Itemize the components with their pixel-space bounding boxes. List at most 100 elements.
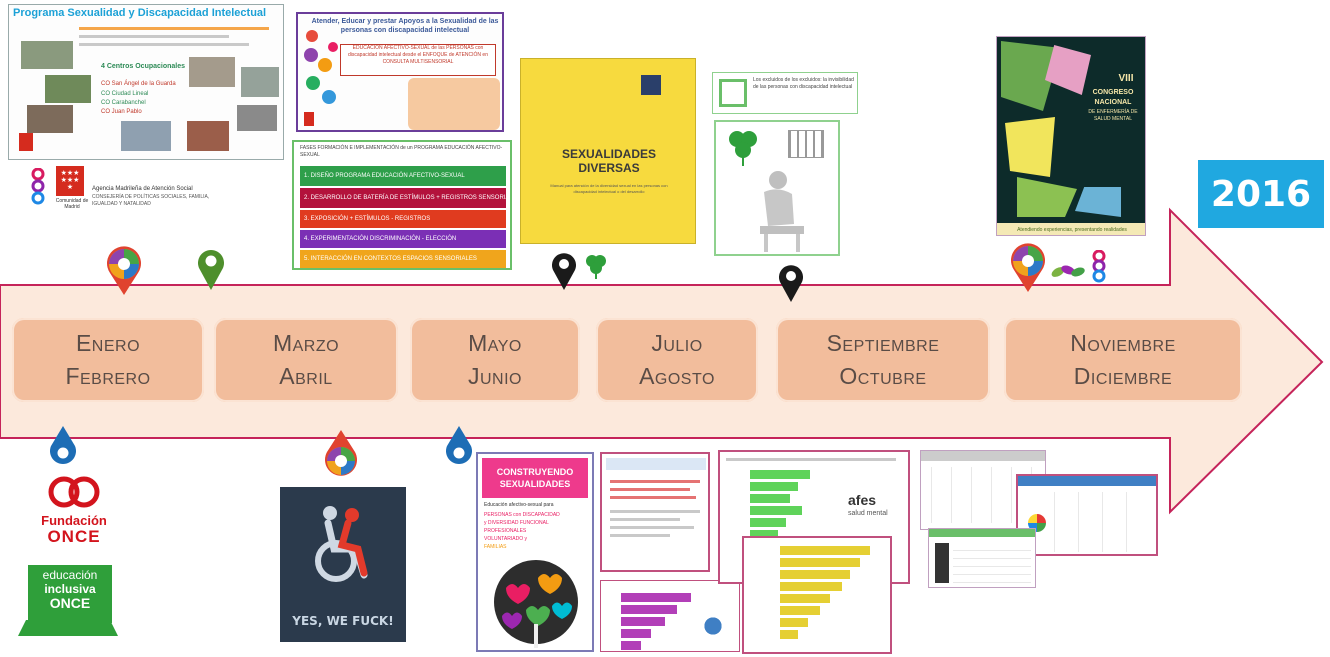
period-line-1: Enero xyxy=(75,330,141,356)
fases-thumbnail: FASES FORMACIÓN E IMPLEMENTACIÓN de un P… xyxy=(292,140,512,270)
sexualidades-subtitle: Manual para atención de la diversidad se… xyxy=(550,183,668,194)
centro-label: CO San Ángel de la Guarda xyxy=(101,81,176,87)
edu-label: inclusiva xyxy=(44,582,96,596)
excluidos-thumbnail xyxy=(714,120,840,256)
period-julio-agosto: Julio Agosto xyxy=(596,318,758,402)
publisher-logo-icon xyxy=(641,75,661,95)
congreso-line: DE ENFERMERÍA DE SALUD MENTAL xyxy=(1088,109,1138,122)
madrid-stars: ★★★★★★★ xyxy=(60,170,80,191)
excluidos-title: Los excluidos de los excluidos: la invis… xyxy=(753,77,854,90)
atender-title: Atender, Educar y prestar Apoyos a la Se… xyxy=(311,18,499,34)
programa-thumbnail: Programa Sexualidad y Discapacidad Intel… xyxy=(8,4,284,160)
construyendo-line: PROFESIONALES xyxy=(484,528,527,534)
construyendo-line: PERSONAS con DISCAPACIDAD xyxy=(484,512,560,518)
body-map-thumbnail xyxy=(928,528,1036,588)
period-line-1: Julio xyxy=(651,330,703,356)
construyendo-thumbnail: CONSTRUYENDO SEXUALIDADES Educación afec… xyxy=(476,452,594,652)
congreso-thumbnail: VIII CONGRESO NACIONAL DE ENFERMERÍA DE … xyxy=(996,36,1146,236)
fase-step: 1. DISEÑO PROGRAMA EDUCACIÓN AFECTIVO-SE… xyxy=(300,166,506,186)
stained-glass xyxy=(1005,117,1055,177)
centros-label: 4 Centros Ocupacionales xyxy=(101,63,186,70)
period-mayo-junio: Mayo Junio xyxy=(410,318,580,402)
period-line-2: Febrero xyxy=(65,363,151,389)
fundacion-once-logo: Fundación ONCE xyxy=(24,475,124,546)
once-label: ONCE xyxy=(47,527,101,546)
period-line-1: Marzo xyxy=(272,330,340,356)
blue-pin-icon xyxy=(49,426,76,464)
stained-glass xyxy=(1017,177,1077,217)
congreso-footer: Atendiendo experiencias, presentando rea… xyxy=(997,223,1145,235)
blue-pin-icon xyxy=(446,426,472,464)
color-dot xyxy=(318,58,332,72)
period-noviembre-diciembre: Noviembre Diciembre xyxy=(1004,318,1242,402)
s-logo-icon xyxy=(1092,250,1106,283)
s-logo-icon xyxy=(31,168,45,205)
period-line-2: Abril xyxy=(279,363,333,389)
centro-label: CO Carabanchel xyxy=(101,100,146,106)
color-dot xyxy=(328,42,338,52)
period-line-2: Junio xyxy=(468,363,522,389)
congreso-line: NACIONAL xyxy=(1094,99,1132,106)
yes-we-poster: YES, WE FUCK! xyxy=(280,487,406,642)
rainbow-pin-icon xyxy=(107,246,141,295)
madrid-flag-icon xyxy=(304,112,314,126)
programa-title: Programa Sexualidad y Discapacidad Intel… xyxy=(13,7,267,19)
educacion-inclusiva-logo: educación inclusiva ONCE xyxy=(28,565,112,623)
color-dot xyxy=(306,30,318,42)
period-marzo-abril: Marzo Abril xyxy=(214,318,398,402)
color-dot xyxy=(322,90,336,104)
hashtag-logo-icon xyxy=(719,79,747,107)
fase-step: 4. EXPERIMENTACIÓN DISCRIMINACIÓN - ELEC… xyxy=(300,230,506,248)
period-line-2: Agosto xyxy=(639,363,715,389)
rainbow-pin-icon xyxy=(1011,243,1045,292)
centro-label: CO Ciudad Lineal xyxy=(101,91,149,97)
photo xyxy=(27,105,73,133)
black-pin-icon xyxy=(552,253,576,290)
congreso-line: CONGRESO xyxy=(1092,89,1134,96)
atender-box: EDUCACIÓN AFECTIVO-SEXUAL de las PERSONA… xyxy=(340,44,496,76)
period-line-1: Noviembre xyxy=(1070,330,1176,356)
construyendo-line: FAMILIAS xyxy=(484,544,507,550)
rainbow-pin-icon xyxy=(325,430,357,476)
period-line-1: Septiembre xyxy=(826,330,940,356)
madrid-logo xyxy=(56,166,84,196)
window-bars xyxy=(788,130,824,158)
fases-header: FASES FORMACIÓN E IMPLEMENTACIÓN de un P… xyxy=(300,145,503,158)
construyendo-line: VOLUNTARIADO y xyxy=(484,536,527,542)
sitting-person-icon xyxy=(760,171,804,252)
wheelchair-icon xyxy=(315,506,368,582)
afes-logo: afes xyxy=(848,492,877,508)
excluidos-header: Los excluidos de los excluidos: la invis… xyxy=(712,72,858,114)
edu-base xyxy=(18,620,118,636)
purple-bar-chart-thumbnail xyxy=(600,580,740,652)
edu-label: ONCE xyxy=(49,595,91,611)
sexualidades-title: SEXUALIDADES DIVERSAS xyxy=(561,147,656,175)
black-pin-icon xyxy=(779,265,803,302)
period-septiembre-octubre: Septiembre Octubre xyxy=(776,318,990,402)
period-line-2: Octubre xyxy=(839,363,927,389)
photo xyxy=(21,41,73,69)
period-line-1: Mayo xyxy=(468,330,522,356)
period-enero-febrero: Enero Febrero xyxy=(12,318,204,402)
color-dot xyxy=(304,48,318,62)
color-dot xyxy=(306,76,320,90)
stained-glass xyxy=(1075,187,1121,217)
photo xyxy=(189,57,235,87)
photo xyxy=(241,67,279,97)
agency-label: Agencia Madrileña de Atención Social xyxy=(92,186,193,192)
fundacion-label: Fundación xyxy=(41,513,107,528)
photo xyxy=(237,105,277,131)
illustration xyxy=(408,78,500,130)
sexualidades-diversas-thumbnail: SEXUALIDADES DIVERSAS Manual para atenci… xyxy=(520,58,696,244)
clover-icon xyxy=(729,131,757,166)
green-pin-icon xyxy=(198,250,224,290)
construyendo-title: CONSTRUYENDO SEXUALIDADES xyxy=(482,458,588,498)
centro-label: CO Juan Pablo xyxy=(101,109,142,115)
yellow-bar-chart-thumbnail xyxy=(742,536,892,654)
madrid-flag-icon xyxy=(19,133,33,151)
edu-label: educación xyxy=(42,568,98,582)
consejeria-label: CONSEJERÍA DE POLÍTICAS SOCIALES, FAMILI… xyxy=(92,194,210,207)
year-badge: 2016 xyxy=(1198,160,1324,228)
photo xyxy=(187,121,229,151)
photo xyxy=(121,121,171,151)
